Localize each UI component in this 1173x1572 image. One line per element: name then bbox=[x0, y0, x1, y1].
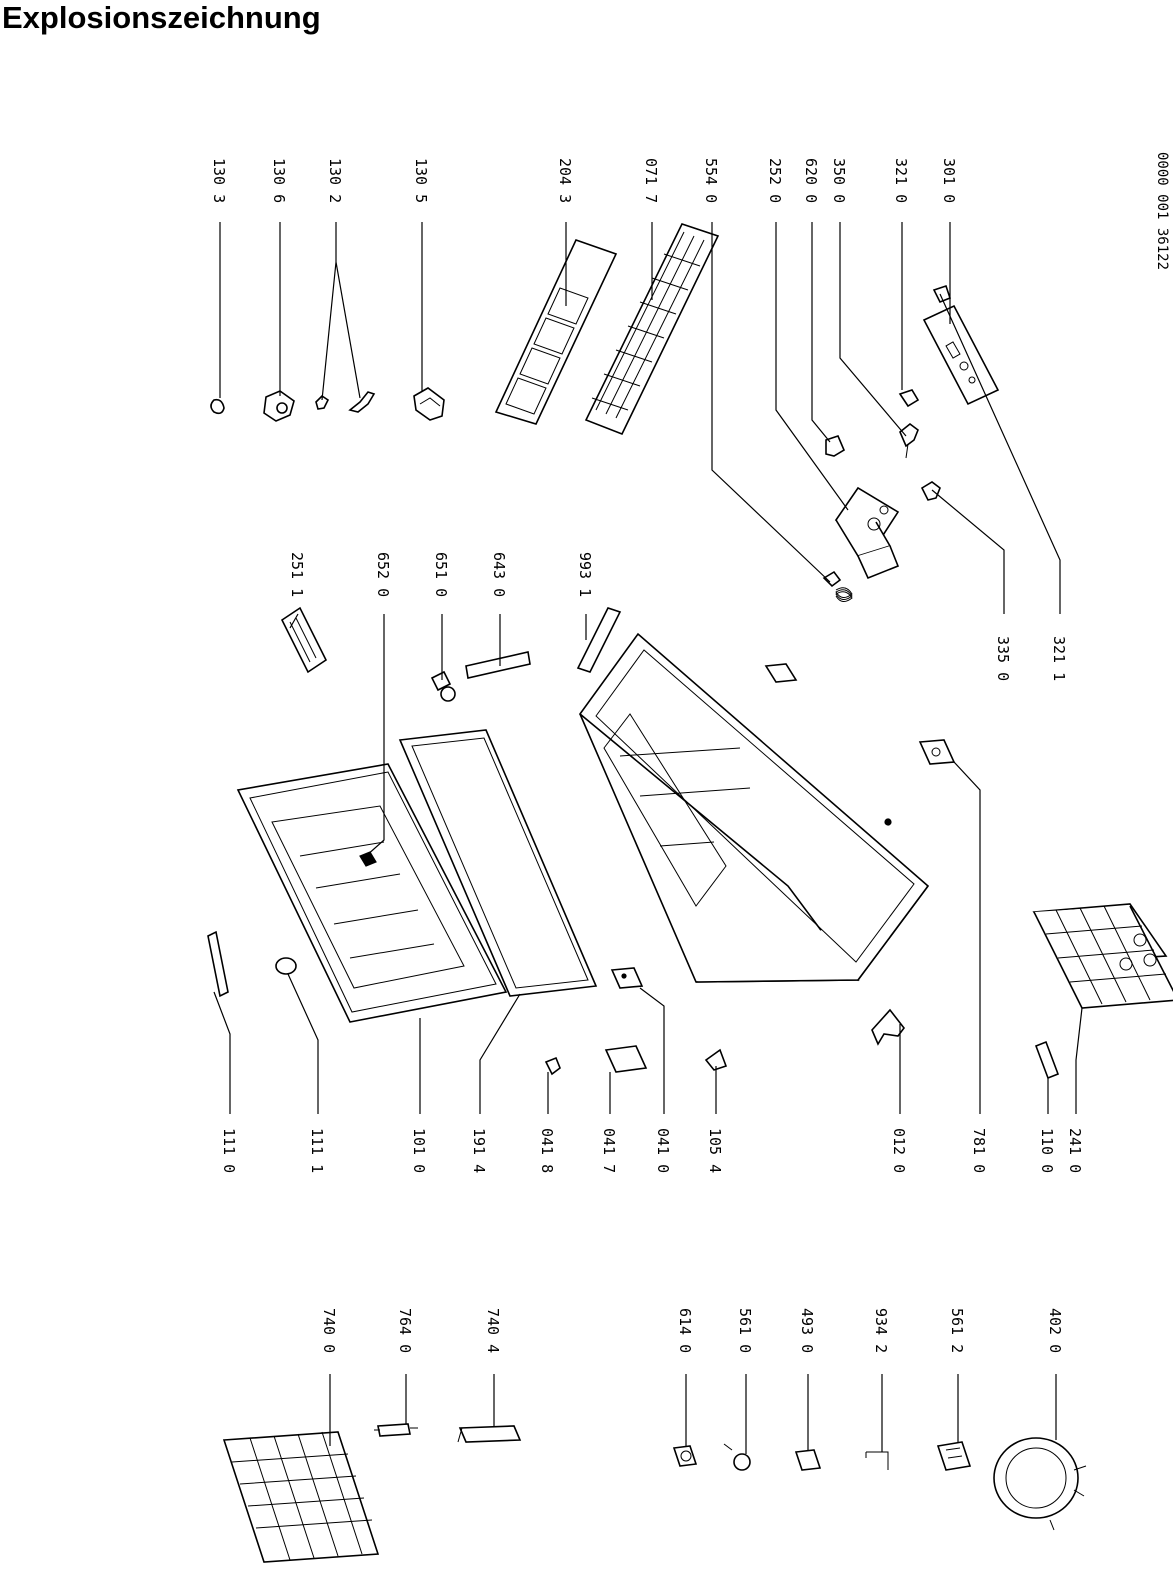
part-cabinet-body bbox=[578, 632, 930, 983]
label-321-1: 321 1 bbox=[1050, 636, 1068, 681]
part-241-0-basket bbox=[1032, 903, 1173, 1009]
part-335-0-lamp bbox=[920, 481, 941, 501]
label-012-0: 012 0 bbox=[890, 1128, 908, 1173]
part-781-0-plate bbox=[918, 739, 956, 765]
part-191-4-gasket bbox=[398, 729, 598, 997]
label-111-0: 111 0 bbox=[220, 1128, 238, 1173]
label-614-0: 614 0 bbox=[676, 1308, 694, 1353]
part-111-1-disk bbox=[275, 957, 297, 975]
part-740-4-bracket bbox=[457, 1425, 522, 1443]
part-402-0-compressor bbox=[993, 1437, 1087, 1531]
label-321-0: 321 0 bbox=[892, 158, 910, 203]
label-130-5: 130 5 bbox=[412, 158, 430, 203]
label-105-4: 105 4 bbox=[706, 1128, 724, 1173]
label-561-2: 561 2 bbox=[948, 1308, 966, 1353]
label-740-0: 740 0 bbox=[320, 1308, 338, 1353]
part-041-0-switch bbox=[610, 967, 644, 989]
label-191-4: 191 4 bbox=[470, 1128, 488, 1173]
label-252-0: 252 0 bbox=[766, 158, 784, 203]
label-130-2: 130 2 bbox=[326, 158, 344, 203]
label-041-0: 041 0 bbox=[654, 1128, 672, 1173]
part-012-0-bracket bbox=[871, 1008, 906, 1046]
part-251-1-handle bbox=[280, 606, 328, 674]
label-130-3: 130 3 bbox=[210, 158, 228, 203]
part-934-2-wire bbox=[865, 1451, 889, 1470]
label-110-0: 110 0 bbox=[1038, 1128, 1056, 1173]
leader-lines bbox=[213, 222, 1083, 1454]
part-130-3-clip bbox=[210, 398, 225, 415]
label-130-6: 130 6 bbox=[270, 158, 288, 203]
label-350-0: 350 0 bbox=[830, 158, 848, 203]
part-493-0-block bbox=[794, 1449, 822, 1471]
label-071-7: 071 7 bbox=[642, 158, 660, 203]
part-labels: 130 3 130 6 130 2 130 5 204 3 071 7 554 … bbox=[210, 158, 1084, 1353]
part-993-1-vent bbox=[576, 607, 622, 673]
label-204-3: 204 3 bbox=[556, 158, 574, 203]
label-620-0: 620 0 bbox=[802, 158, 820, 203]
label-651-0: 651 0 bbox=[432, 552, 450, 597]
label-111-1: 111 1 bbox=[308, 1128, 326, 1173]
part-111-0-rail bbox=[207, 930, 229, 998]
part-130-2-pin bbox=[315, 391, 376, 413]
part-740-0-condenser bbox=[222, 1431, 380, 1563]
part-041-7-bracket bbox=[604, 1045, 648, 1073]
part-620-0-switch bbox=[825, 435, 846, 457]
part-554-0-spring bbox=[822, 570, 853, 602]
part-643-0-strip bbox=[465, 651, 531, 679]
label-554-0: 554 0 bbox=[702, 158, 720, 203]
label-251-1: 251 1 bbox=[288, 552, 306, 597]
part-101-0-lid bbox=[236, 763, 508, 1023]
part-130-6-hinge bbox=[263, 390, 295, 422]
label-402-0: 402 0 bbox=[1046, 1308, 1064, 1353]
label-041-7: 041 7 bbox=[600, 1128, 618, 1173]
part-130-5-hinge bbox=[413, 387, 445, 421]
label-493-0: 493 0 bbox=[798, 1308, 816, 1353]
label-781-0: 781 0 bbox=[970, 1128, 988, 1173]
part-301-0-control-panel bbox=[922, 304, 1000, 406]
label-934-2: 934 2 bbox=[872, 1308, 890, 1353]
part-764-0-filter bbox=[374, 1423, 418, 1437]
label-335-0: 335 0 bbox=[994, 636, 1012, 681]
label-652-0: 652 0 bbox=[374, 552, 392, 597]
label-993-1: 993 1 bbox=[576, 552, 594, 597]
part-561-0-capacitor bbox=[723, 1443, 751, 1471]
part-041-8-clip bbox=[544, 1056, 561, 1076]
label-101-0: 101 0 bbox=[410, 1128, 428, 1173]
part-350-0-connector bbox=[899, 422, 919, 459]
drawing-code: 0000 001 36122 bbox=[1154, 152, 1170, 270]
part-614-0-relay bbox=[672, 1445, 698, 1467]
label-764-0: 764 0 bbox=[396, 1308, 414, 1353]
part-204-3-frame bbox=[494, 239, 618, 425]
label-041-8: 041 8 bbox=[538, 1128, 556, 1173]
part-252-0-housing bbox=[834, 486, 900, 580]
part-110-0-rail bbox=[1034, 1040, 1060, 1080]
label-241-0: 241 0 bbox=[1066, 1128, 1084, 1173]
label-301-0: 301 0 bbox=[940, 158, 958, 203]
part-651-0-lamp bbox=[430, 670, 456, 702]
part-071-7-grid bbox=[584, 223, 720, 436]
part-561-2-terminal bbox=[936, 1441, 972, 1471]
label-643-0: 643 0 bbox=[490, 552, 508, 597]
label-740-4: 740 4 bbox=[484, 1308, 502, 1353]
part-105-4-hinge bbox=[704, 1048, 728, 1071]
label-561-0: 561 0 bbox=[736, 1308, 754, 1353]
part-321-0-knob bbox=[898, 389, 920, 408]
page-title: Explosionszeichnung bbox=[2, 0, 321, 35]
